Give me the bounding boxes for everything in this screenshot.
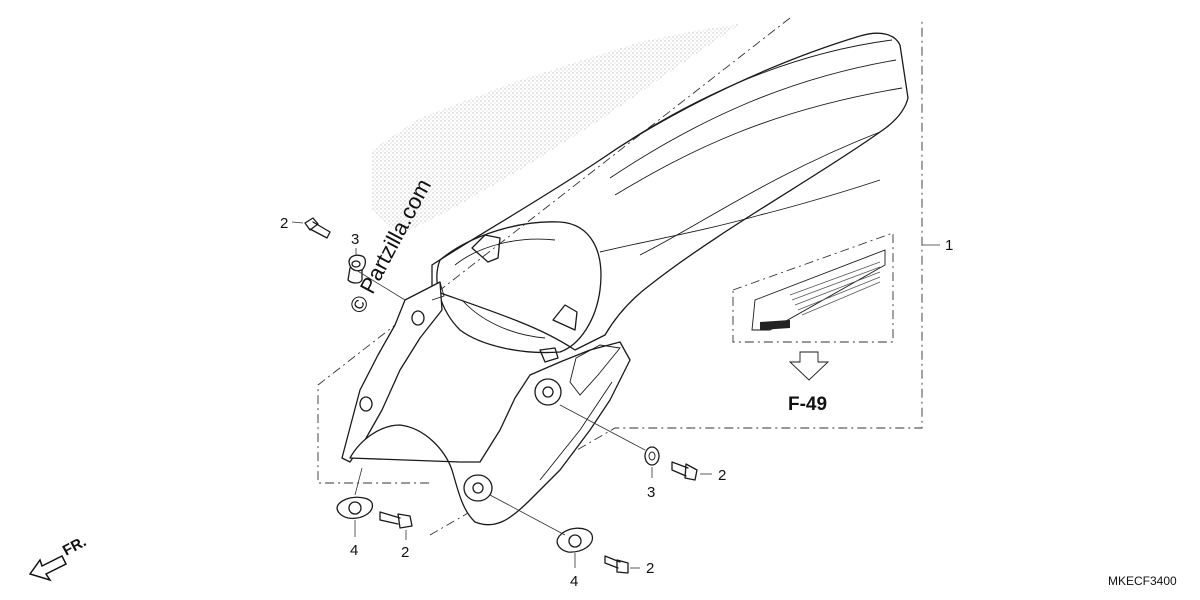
- callout-2-right[interactable]: 2: [718, 467, 726, 484]
- front-direction: FR.: [28, 533, 89, 582]
- rear-fender: [431, 32, 909, 363]
- bolt-right: [671, 461, 712, 481]
- bolt-upper-left: [291, 217, 331, 239]
- callout-2-upper-left[interactable]: 2: [280, 215, 288, 232]
- guide-line-1: [355, 269, 406, 301]
- front-arrow-icon: [28, 554, 68, 582]
- guide-line-4: [354, 467, 363, 496]
- callout-3-right[interactable]: 3: [647, 484, 655, 501]
- guide-line-2: [559, 404, 646, 451]
- callout-2-lower-left[interactable]: 2: [401, 544, 409, 561]
- collar-upper-left: [347, 248, 367, 284]
- guide-line-3: [489, 494, 566, 536]
- assembly-outline-lower: [429, 18, 923, 536]
- callout-3-upper-left[interactable]: 3: [351, 231, 359, 248]
- callout-4-bottom[interactable]: 4: [570, 573, 578, 590]
- caution-label: F-49: [732, 232, 894, 415]
- washer-bottom: [556, 527, 594, 568]
- reference-arrow-icon: [788, 351, 830, 381]
- assembly-outline: [317, 17, 791, 484]
- callout-2-bottom[interactable]: 2: [646, 560, 654, 577]
- drawing-code: MKECF3400: [1108, 574, 1177, 588]
- washer-lower-left: [336, 496, 374, 537]
- figure-reference[interactable]: F-49: [788, 394, 827, 415]
- bolt-bottom: [604, 555, 640, 574]
- bolt-lower-left: [379, 511, 413, 540]
- front-label: FR.: [60, 533, 89, 559]
- shading-region: [372, 24, 740, 235]
- callout-4-lower-left[interactable]: 4: [350, 542, 358, 559]
- lower-fender: [349, 341, 631, 526]
- callout-1[interactable]: 1: [945, 237, 953, 254]
- collar-right: [644, 446, 660, 478]
